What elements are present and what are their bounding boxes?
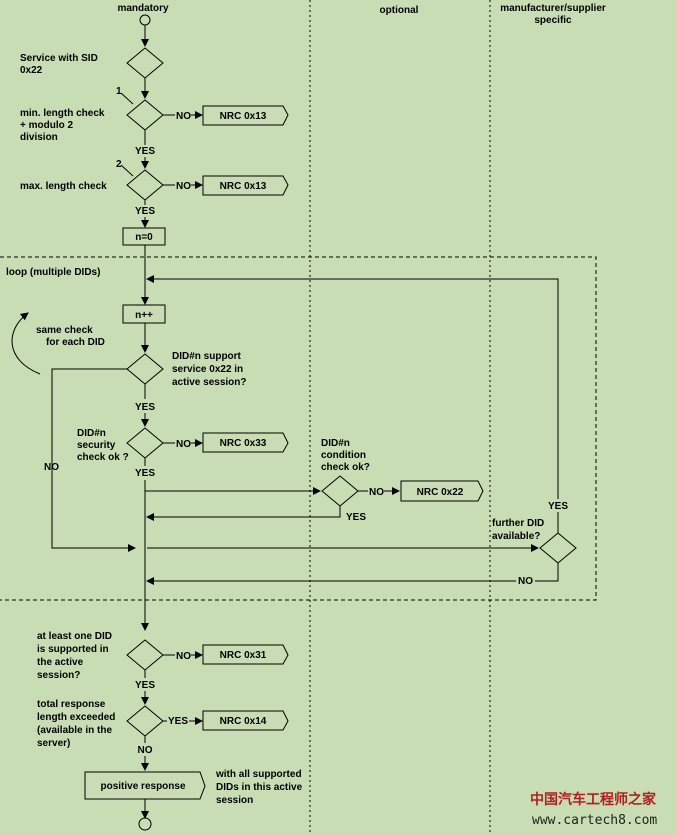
yes-label: YES xyxy=(135,468,155,479)
nrc-box-security xyxy=(202,432,289,453)
flow-line xyxy=(535,563,559,582)
at-least-line2: is supported in xyxy=(37,644,109,655)
end-terminal xyxy=(138,817,152,831)
init-counter: n=0 xyxy=(135,232,153,243)
loop-label: loop (multiple DIDs) xyxy=(6,267,100,278)
total-line1: total response xyxy=(37,699,106,710)
decision-did-support xyxy=(126,353,164,385)
decision-at-least-one xyxy=(126,639,164,671)
watermark-chinese: 中国汽车工程师之家 xyxy=(530,791,657,808)
service-label-line2: 0x22 xyxy=(20,65,43,76)
no-label: NO xyxy=(176,181,191,192)
loop-back-arrow xyxy=(146,275,559,499)
nrc-box-at-least xyxy=(202,644,289,665)
decision-total-length xyxy=(126,705,164,737)
total-line3: (available in the xyxy=(37,725,112,736)
yes-label: YES xyxy=(135,146,155,157)
nrc-min-length: NRC 0x13 xyxy=(220,111,267,122)
positive-response-box xyxy=(84,771,206,800)
yes-path-condition xyxy=(146,506,341,521)
yes-label: YES xyxy=(135,402,155,413)
loop-region xyxy=(0,256,597,601)
start-terminal xyxy=(139,14,151,26)
no-label: NO xyxy=(369,487,384,498)
further-line2: available? xyxy=(492,531,540,542)
yes-label: YES xyxy=(548,501,568,512)
condition-line3: check ok? xyxy=(321,462,370,473)
column-header-manufacturer-line2: specific xyxy=(534,15,572,26)
no-label: NO xyxy=(518,576,533,587)
nrc-box-max-length xyxy=(202,175,289,196)
column-header-mandatory: mandatory xyxy=(117,3,169,14)
further-line1: further DID xyxy=(492,518,544,529)
did-support-line2: service 0x22 in xyxy=(172,364,243,375)
with-all-line1: with all supported xyxy=(215,769,302,780)
at-least-line3: the active xyxy=(37,657,84,668)
marker-1: 1 xyxy=(116,86,122,97)
yes-label: YES xyxy=(168,716,188,727)
nrc-total: NRC 0x14 xyxy=(220,716,267,727)
total-line4: server) xyxy=(37,738,70,749)
nrc-at-least: NRC 0x31 xyxy=(220,650,267,661)
nrc-max-length: NRC 0x13 xyxy=(220,181,267,192)
same-check-line2: for each DID xyxy=(46,337,105,348)
with-all-line2: DIDs in this active xyxy=(216,782,303,793)
min-length-label-line1: min. length check xyxy=(20,108,105,119)
decision-further-did xyxy=(539,532,577,564)
at-least-line4: session? xyxy=(37,670,80,681)
condition-line1: DID#n xyxy=(321,438,350,449)
init-counter-box xyxy=(122,227,166,246)
increment-counter: n++ xyxy=(135,310,153,321)
column-header-optional: optional xyxy=(380,5,419,16)
did-support-line1: DID#n support xyxy=(172,351,242,362)
yes-label: YES xyxy=(135,680,155,691)
decision-max-length xyxy=(126,169,164,201)
at-least-line1: at least one DID xyxy=(37,631,112,642)
positive-response: positive response xyxy=(100,781,185,792)
no-label: NO xyxy=(138,745,153,756)
no-path-support xyxy=(51,368,136,552)
min-length-label-line3: division xyxy=(20,132,58,143)
did-support-line3: active session? xyxy=(172,377,246,388)
marker-pointer-1 xyxy=(120,92,134,105)
yes-label: YES xyxy=(346,512,366,523)
security-line3: check ok ? xyxy=(77,452,129,463)
condition-line2: condition xyxy=(321,450,366,461)
no-label: NO xyxy=(176,651,191,662)
watermark-url: www.cartech8.com xyxy=(532,813,657,828)
nrc-box-min-length xyxy=(202,105,289,126)
decision-service-sid xyxy=(126,47,164,79)
nrc-box-total xyxy=(202,710,289,731)
max-length-label: max. length check xyxy=(20,181,107,192)
with-all-line3: session xyxy=(216,795,253,806)
min-length-label-line2: + modulo 2 xyxy=(20,120,74,131)
total-line2: length exceeded xyxy=(37,712,115,723)
marker-2: 2 xyxy=(116,159,122,170)
nrc-box-condition xyxy=(400,480,484,502)
increment-counter-box xyxy=(122,304,166,324)
nrc-security: NRC 0x33 xyxy=(220,438,267,449)
security-line1: DID#n xyxy=(77,428,106,439)
repeat-curve-arrow xyxy=(11,312,41,375)
service-label-line1: Service with SID xyxy=(20,53,98,64)
same-check-line1: same check xyxy=(36,325,93,336)
nrc-condition: NRC 0x22 xyxy=(417,487,464,498)
no-label: NO xyxy=(44,462,59,473)
column-header-manufacturer-line1: manufacturer/supplier xyxy=(500,3,606,14)
decision-security xyxy=(126,427,164,459)
yes-label: YES xyxy=(135,206,155,217)
marker-pointer-2 xyxy=(120,164,134,177)
security-line2: security xyxy=(77,440,116,451)
no-label: NO xyxy=(176,439,191,450)
decision-condition xyxy=(321,475,359,507)
decision-min-length xyxy=(126,99,164,131)
no-label: NO xyxy=(176,111,191,122)
